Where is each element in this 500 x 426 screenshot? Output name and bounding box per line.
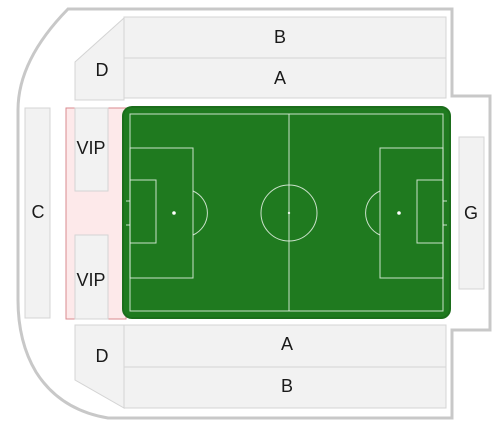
south-lower-label: A (281, 334, 293, 354)
north-upper-label: B (274, 27, 286, 47)
south-upper-section[interactable]: B (123, 366, 447, 409)
south-upper-label: B (281, 376, 293, 396)
south-lower-section[interactable]: A (123, 324, 447, 368)
north-upper-section[interactable]: B (123, 16, 447, 59)
vip-top-section[interactable]: VIP (74, 107, 109, 192)
vip-bottom-section[interactable]: VIP (74, 234, 109, 320)
north-lower-section[interactable]: A (123, 57, 447, 99)
vip-bottom-label: VIP (76, 270, 105, 290)
vip-top-label: VIP (76, 138, 105, 158)
west-section-label: C (32, 202, 45, 222)
north-lower-label: A (274, 68, 286, 88)
south-corner-label: D (96, 346, 109, 366)
east-section-label: G (464, 203, 478, 223)
north-corner-label: D (96, 60, 109, 80)
east-section[interactable]: G (458, 136, 485, 290)
pitch (122, 106, 451, 319)
pitch-surface (122, 106, 451, 319)
west-section[interactable]: C (24, 107, 51, 319)
